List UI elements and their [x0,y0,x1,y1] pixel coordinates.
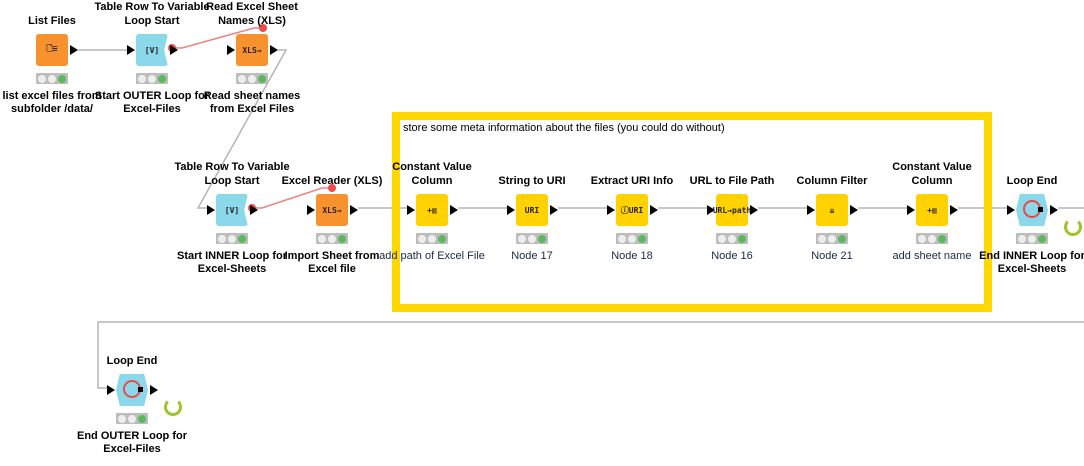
output-port[interactable] [1050,205,1058,215]
status-traffic-light [616,233,648,244]
output-port[interactable] [350,205,358,215]
output-port[interactable] [270,45,278,55]
input-port[interactable] [207,205,215,215]
node-box[interactable]: +▥ [416,194,448,226]
status-traffic-light [916,233,948,244]
constant-column-icon: +▥ [427,205,437,215]
node-box[interactable]: [V] [136,34,168,66]
connection [97,321,1084,389]
status-traffic-light [1016,233,1048,244]
annotation-text: store some meta information about the fi… [403,122,725,134]
loop-icon [1064,218,1082,236]
loop-start-icon: [V] [144,45,160,55]
output-port[interactable] [250,205,258,215]
xls-sheet-names-icon: XLS→ [242,45,262,55]
node-label[interactable]: Start OUTER Loop for Excel-Files [94,90,210,115]
status-traffic-light [216,233,248,244]
node-box[interactable]: 🗋≡ [36,34,68,66]
uri-info-icon: ⓘURI [620,205,644,215]
status-traffic-light [136,73,168,84]
node-title: URL to File Path [689,175,775,187]
node-box[interactable]: [V] [216,194,248,226]
string-to-uri-icon: URI [524,205,540,215]
input-port[interactable] [707,205,715,215]
node-label[interactable]: End INNER Loop for Excel-Sheets [979,250,1084,275]
constant-column-icon: +▥ [927,205,937,215]
node-box[interactable]: +▥ [916,194,948,226]
output-port[interactable] [950,205,958,215]
output-port[interactable] [850,205,858,215]
input-port[interactable] [907,205,915,215]
annotation-box[interactable] [392,112,992,312]
input-port[interactable] [807,205,815,215]
node-title: Column Filter [796,175,868,187]
input-port[interactable] [607,205,615,215]
output-port[interactable] [750,205,758,215]
input-port[interactable] [127,45,135,55]
node-box[interactable]: XLS→ [236,34,268,66]
output-port[interactable] [550,205,558,215]
status-traffic-light [116,413,148,424]
output-port[interactable] [70,45,78,55]
node-title: Extract URI Info [590,175,674,187]
status-traffic-light [716,233,748,244]
node-label[interactable]: add sheet name [892,250,972,262]
node-label[interactable]: Import Sheet from Excel file [284,250,380,275]
node-title: Table Row To Variable Loop Start [174,161,290,187]
input-port[interactable] [227,45,235,55]
output-port[interactable] [450,205,458,215]
url-path-icon: URL→path [712,205,752,215]
node-label[interactable]: End OUTER Loop for Excel-Files [77,430,187,455]
connection [196,49,288,209]
column-filter-icon: ⇊ [829,205,835,215]
loop-icon [164,398,182,416]
node-title: Read Excel Sheet Names (XLS) [206,1,298,27]
node-label[interactable]: Node 18 [611,250,653,262]
list-files-icon: 🗋≡ [46,44,58,53]
node-label[interactable]: add path of Excel File [379,250,485,262]
input-port[interactable] [407,205,415,215]
input-port[interactable] [107,385,115,395]
status-traffic-light [816,233,848,244]
node-title: Table Row To Variable Loop Start [94,1,210,27]
node-title: List Files [28,15,76,27]
node-label[interactable]: list excel files from subfolder /data/ [2,90,102,115]
xls-reader-icon: XLS→ [322,205,342,215]
node-box[interactable]: ⇊ [816,194,848,226]
node-title: Loop End [106,355,158,367]
input-port[interactable] [507,205,515,215]
node-title: Excel Reader (XLS) [281,175,383,187]
variable-port [328,184,336,192]
node-label[interactable]: Read sheet names from Excel Files [203,90,301,115]
input-port[interactable] [1007,205,1015,215]
status-traffic-light [316,233,348,244]
node-box[interactable]: URL→path [713,194,751,226]
node-label[interactable]: Start INNER Loop for Excel-Sheets [177,250,287,275]
status-traffic-light [516,233,548,244]
node-box[interactable] [116,374,148,406]
status-traffic-light [36,73,68,84]
variable-port [259,24,267,32]
node-label[interactable]: Node 17 [511,250,553,262]
node-title: Constant Value Column [892,161,972,187]
output-port[interactable] [170,45,178,55]
status-traffic-light [416,233,448,244]
node-box[interactable]: XLS→ [316,194,348,226]
input-port[interactable] [307,205,315,215]
loop-end-icon [123,380,143,400]
loop-end-icon [1023,200,1043,220]
node-box[interactable]: ⓘURI [616,194,648,226]
node-title: Loop End [1006,175,1058,187]
loop-start-icon: [V] [224,205,240,215]
status-traffic-light [236,73,268,84]
node-title: String to URI [498,175,566,187]
node-label[interactable]: Node 21 [811,250,853,262]
node-label[interactable]: Node 16 [711,250,753,262]
node-title: Constant Value Column [392,161,472,187]
output-port[interactable] [150,385,158,395]
output-port[interactable] [650,205,658,215]
node-box[interactable]: URI [516,194,548,226]
node-box[interactable] [1016,194,1048,226]
